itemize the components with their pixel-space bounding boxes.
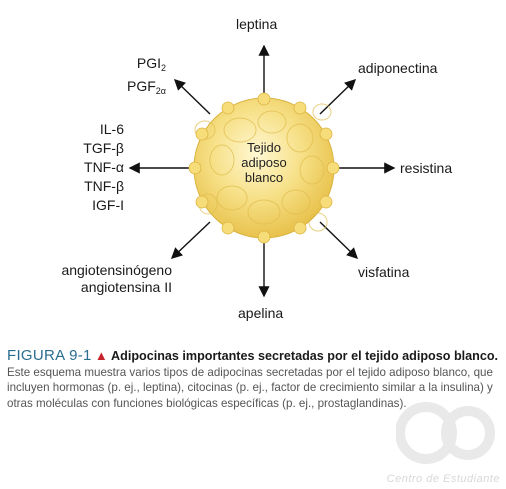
figure-caption: FIGURA 9-1 ▲ Adipocinas importantes secr… <box>7 348 501 411</box>
label-tgf-beta: TGF-β <box>83 140 124 156</box>
label-resistina: resistina <box>400 160 453 176</box>
figure-label: FIGURA 9-1 <box>7 347 92 364</box>
arrow-up-right <box>319 79 357 115</box>
label-leptina: leptina <box>236 16 278 32</box>
caption-title: Adipocinas importantes secretadas por el… <box>111 349 499 363</box>
caption-body: Este esquema muestra varios tipos de adi… <box>7 365 493 410</box>
label-adiponectina: adiponectina <box>358 60 438 76</box>
label-angiotensinogeno: angiotensinógeno <box>61 262 172 278</box>
sphere-label-line-2: adiposo <box>241 155 287 170</box>
label-apelina: apelina <box>238 305 284 321</box>
adipose-tissue-sphere <box>188 92 340 244</box>
label-il6: IL-6 <box>99 121 124 137</box>
triangle-icon: ▲ <box>94 348 108 363</box>
label-cytokine-group: IL-6 TGF-β TNF-α TNF-β IGF-I <box>40 120 124 215</box>
arrow-up-left <box>173 79 211 115</box>
label-visfatina: visfatina <box>358 264 410 280</box>
label-prostaglandin-group: PGI2 PGF2α <box>100 54 166 100</box>
label-igf-i: IGF-I <box>92 197 124 213</box>
watermark-logo-icon <box>396 402 495 464</box>
sphere-label-line-3: blanco <box>244 170 284 185</box>
label-pgf2a: PGF2α <box>127 78 166 96</box>
label-tnf-alpha: TNF-α <box>84 159 124 175</box>
sphere-label: Tejido adiposo blanco <box>224 140 304 185</box>
adipokine-diagram: Tejido adiposo blanco leptina adiponecti… <box>22 16 453 321</box>
arrow-down-left <box>170 221 211 259</box>
label-angiotensina-ii: angiotensina II <box>80 279 172 295</box>
diagram-graphics <box>128 44 396 298</box>
arrow-down-right <box>319 221 359 259</box>
sphere-label-line-1: Tejido <box>247 140 281 155</box>
watermark-text: Centro de Estudiante <box>386 473 500 485</box>
label-pgi2: PGI2 <box>136 55 166 73</box>
label-tnf-beta: TNF-β <box>84 178 124 194</box>
label-angiotensin-group: angiotensinógeno angiotensina II <box>22 262 172 296</box>
